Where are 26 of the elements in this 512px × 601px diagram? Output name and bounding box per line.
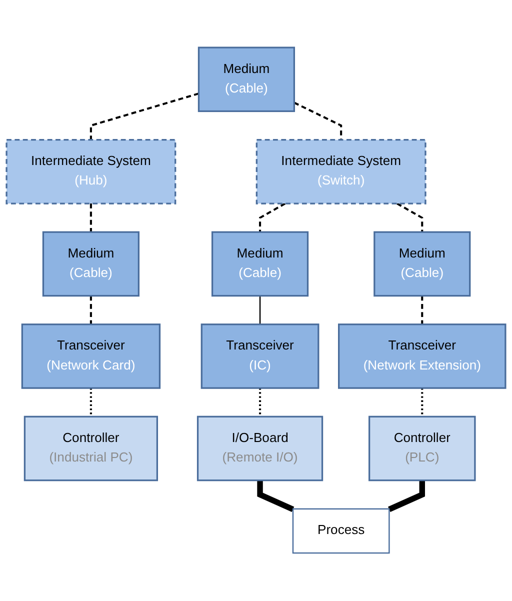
node-box: Transceiver (Network Extension) [338,324,506,390]
connector [259,388,262,417]
connector [90,388,92,417]
connector [396,202,424,232]
connector [421,296,424,325]
node-box: Controller (PLC) [368,416,476,482]
connector [90,204,92,232]
node-box: Medium (Cable) [42,231,140,297]
node-box: Medium (Cable) [211,231,309,297]
node-box: Transceiver (IC) [200,324,320,390]
node-box: Transceiver (Network Card) [21,324,161,390]
connector [259,202,286,232]
connector [90,92,200,140]
node-box: Process [292,508,390,554]
connector [294,102,342,140]
node-box: Medium (Cable) [374,231,471,297]
connector [421,388,424,417]
node-box: Intermediate System (Hub) [6,139,176,205]
node-box: Intermediate System (Switch) [256,139,426,205]
node-box: Controller (Industrial PC) [24,416,158,482]
connector [90,296,92,325]
connector [257,480,294,512]
node-box: I/O-Board (Remote I/O) [196,416,324,482]
node-box: Medium (Cable) [198,46,296,112]
connector [259,296,261,325]
connector [388,480,425,512]
